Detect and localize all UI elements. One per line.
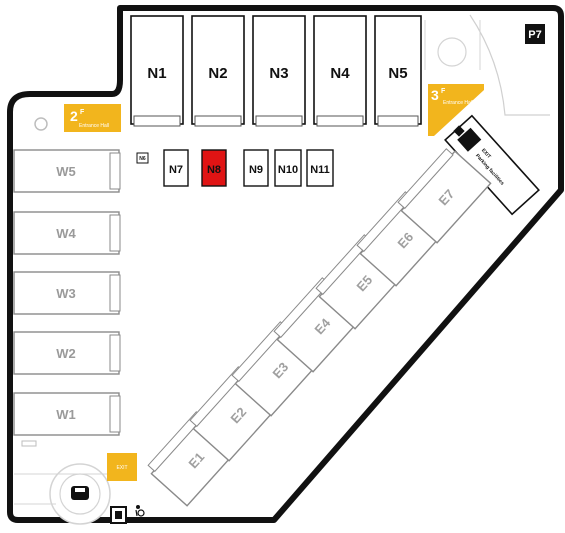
middle-slots: N6 N7 N8 N9 N10 N11 xyxy=(136,149,334,187)
elevator-icon xyxy=(34,117,48,131)
east-bays: E1 E2 E3 E4 E5 E6 E7 xyxy=(147,146,492,507)
floor-2-number: 2 xyxy=(70,108,78,124)
bay-N4-label: N4 xyxy=(330,65,350,82)
slot-N9-label: N9 xyxy=(249,164,263,176)
bay-W4[interactable]: W4 xyxy=(13,211,121,255)
slot-N8-highlighted[interactable]: N8 xyxy=(201,149,227,187)
small-slot-label: N6 xyxy=(139,156,146,162)
exit-sign: EXIT xyxy=(107,453,137,481)
elevator-exit-icon xyxy=(110,506,127,524)
plaza-curve-line xyxy=(469,14,550,116)
bay-W5[interactable]: W5 xyxy=(13,149,121,193)
floor-3-subtitle: Entrance Hall xyxy=(443,100,473,106)
west-bays: W5 W4 W3 W2 W1 xyxy=(13,149,121,436)
north-bays: N1 N2 N3 N4 N5 xyxy=(130,15,422,127)
floor-2-subtitle: Entrance Hall xyxy=(79,123,109,129)
bay-N4[interactable]: N4 xyxy=(313,15,367,127)
floor-3-number: 3 xyxy=(431,87,439,103)
small-slot[interactable]: N6 xyxy=(136,152,149,164)
plaza-circle xyxy=(437,37,467,67)
bay-W2-label: W2 xyxy=(56,346,76,361)
bay-E7[interactable]: E7 xyxy=(395,146,492,244)
slot-N11-label: N11 xyxy=(310,164,330,176)
bay-W5-label: W5 xyxy=(56,164,76,179)
parking-badge-label: P7 xyxy=(528,29,541,41)
bay-N5[interactable]: N5 xyxy=(374,15,422,127)
slot-N10-label: N10 xyxy=(278,164,298,176)
parking-badge: P7 xyxy=(525,24,545,44)
bay-N1-label: N1 xyxy=(147,65,166,82)
slot-N9[interactable]: N9 xyxy=(243,149,269,187)
bay-N1[interactable]: N1 xyxy=(130,15,184,127)
floor-2-entrance-sign: 2 F Entrance Hall xyxy=(64,104,121,132)
slot-N7-label: N7 xyxy=(169,164,183,176)
exit-info-line-1: EXIT xyxy=(480,148,492,160)
bay-N5-label: N5 xyxy=(388,65,407,82)
bay-W2[interactable]: W2 xyxy=(13,331,121,375)
slot-N8-label: N8 xyxy=(207,164,221,176)
turntable xyxy=(49,463,111,525)
accessibility-icon xyxy=(135,505,145,517)
slot-N11[interactable]: N11 xyxy=(306,149,334,187)
bay-N3[interactable]: N3 xyxy=(252,15,306,127)
bay-W3[interactable]: W3 xyxy=(13,271,121,315)
bay-W1[interactable]: W1 xyxy=(13,392,121,436)
bay-N3-label: N3 xyxy=(269,65,288,82)
floor-3-suffix: F xyxy=(441,88,446,95)
bay-W1-label: W1 xyxy=(56,407,76,422)
bay-N2-label: N2 xyxy=(208,65,227,82)
exit-sign-label: EXIT xyxy=(116,465,127,471)
bay-W4-label: W4 xyxy=(56,226,76,241)
slot-N10[interactable]: N10 xyxy=(274,149,302,187)
floor-2-suffix: F xyxy=(80,109,85,116)
bay-N2[interactable]: N2 xyxy=(191,15,245,127)
bay-W3-label: W3 xyxy=(56,286,76,301)
building-outline xyxy=(7,5,564,523)
small-marker xyxy=(21,440,37,447)
slot-N7[interactable]: N7 xyxy=(163,149,189,187)
floor-3-entrance-sign: 3 F Entrance Hall xyxy=(428,84,484,136)
